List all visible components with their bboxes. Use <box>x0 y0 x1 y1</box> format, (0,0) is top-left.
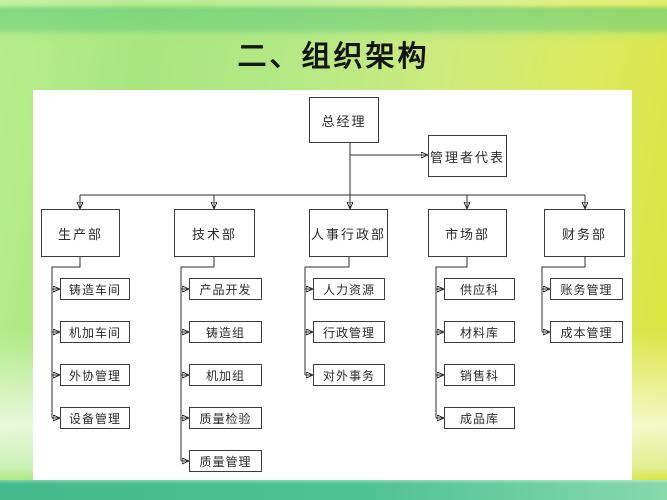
org-node-management-representative: 管理者代表 <box>428 135 507 177</box>
org-node-machining-group: 机加组 <box>189 364 262 386</box>
org-node-machining-workshop: 机加车间 <box>60 321 130 343</box>
bottom-accent-strip <box>0 480 667 500</box>
org-node-human-resources: 人力资源 <box>313 278 385 300</box>
org-node-general-manager: 总经理 <box>309 97 379 143</box>
org-node-quality-management: 质量管理 <box>189 450 262 472</box>
org-node-quality-inspection: 质量检验 <box>189 407 262 429</box>
org-node-cost-management: 成本管理 <box>550 321 623 343</box>
org-node-outsourcing-management: 外协管理 <box>60 364 130 386</box>
org-node-casting-group: 铸造组 <box>189 321 262 343</box>
org-node-hr-admin-dept: 人事行政部 <box>309 209 388 257</box>
org-node-materials-warehouse: 材料库 <box>444 321 515 343</box>
org-node-equipment-management: 设备管理 <box>60 407 130 429</box>
org-node-administration: 行政管理 <box>313 321 385 343</box>
slide-title: 二、组织架构 <box>237 41 430 73</box>
org-node-finished-goods-warehouse: 成品库 <box>444 407 515 429</box>
org-node-supply-section: 供应科 <box>444 278 515 300</box>
org-node-production-dept: 生产部 <box>41 209 120 257</box>
org-node-accounts-management: 账务管理 <box>550 278 623 300</box>
org-node-finance-dept: 财务部 <box>544 209 625 257</box>
org-node-external-affairs: 对外事务 <box>313 364 385 386</box>
org-node-product-development: 产品开发 <box>189 278 262 300</box>
org-node-sales-section: 销售科 <box>444 364 515 386</box>
org-node-casting-workshop: 铸造车间 <box>60 278 130 300</box>
org-node-technology-dept: 技术部 <box>174 209 255 257</box>
org-node-marketing-dept: 市场部 <box>428 209 507 257</box>
